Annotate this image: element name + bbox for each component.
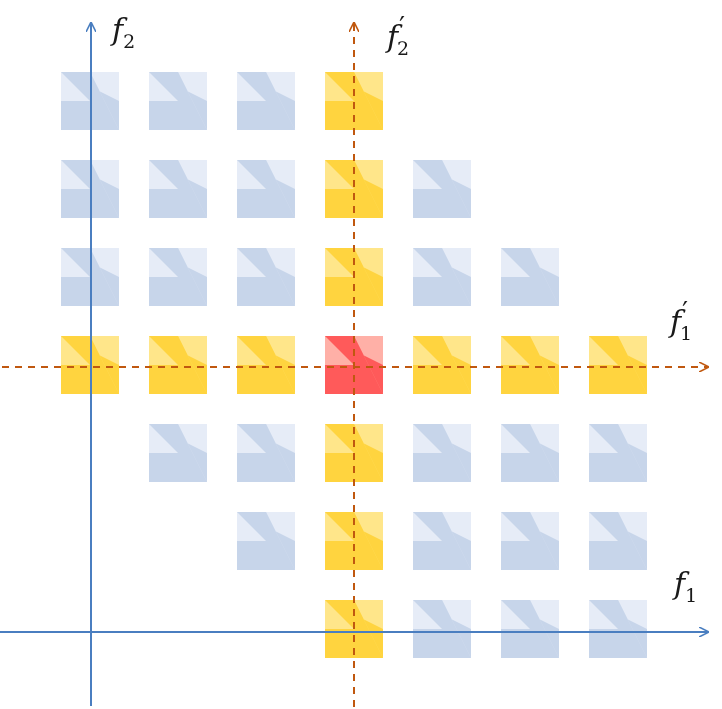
blue-cell: [149, 160, 207, 218]
yellow-cell: [325, 160, 383, 218]
blue-cell: [413, 160, 471, 218]
cell-grid: [61, 72, 647, 658]
blue-cell: [237, 424, 295, 482]
f2-prime-axis-label: f′2: [385, 12, 409, 60]
f1-prime-axis-label: f′1: [668, 297, 692, 345]
blue-cell: [237, 160, 295, 218]
yellow-cell: [325, 512, 383, 570]
blue-cell: [501, 248, 559, 306]
blue-cell: [413, 512, 471, 570]
yellow-cell: [589, 336, 647, 394]
yellow-cell: [501, 336, 559, 394]
blue-cell: [149, 424, 207, 482]
blue-cell: [589, 600, 647, 658]
f2-axis-label: f2: [110, 13, 135, 53]
blue-cell: [501, 424, 559, 482]
blue-cell: [413, 424, 471, 482]
blue-cell: [413, 248, 471, 306]
yellow-cell: [325, 72, 383, 130]
yellow-cell: [413, 336, 471, 394]
blue-cell: [237, 72, 295, 130]
blue-cell: [149, 72, 207, 130]
yellow-cell: [237, 336, 295, 394]
blue-cell: [589, 512, 647, 570]
blue-cell: [589, 424, 647, 482]
blue-cell: [413, 600, 471, 658]
blue-cell: [237, 512, 295, 570]
blue-cell: [501, 512, 559, 570]
blue-cell: [237, 248, 295, 306]
yellow-cell: [149, 336, 207, 394]
blue-cell: [149, 248, 207, 306]
blue-cell: [501, 600, 559, 658]
f1-axis-label: f1: [672, 567, 697, 607]
